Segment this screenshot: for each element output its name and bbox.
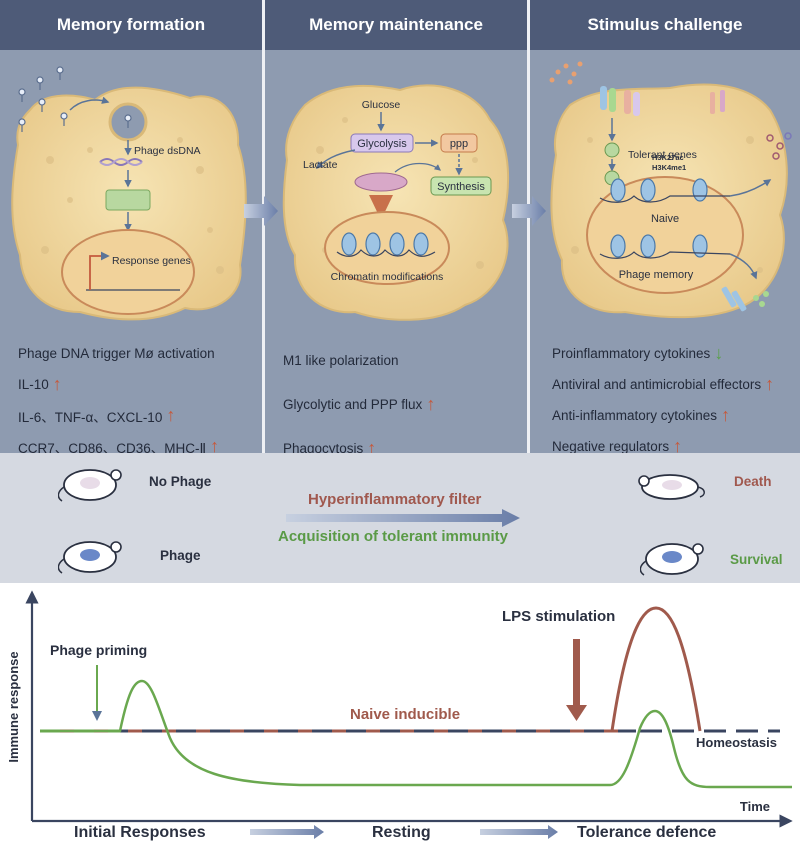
outcome-band: No Phage Phage Hyperinflammatory filter … — [0, 453, 800, 583]
cytokine-icon — [753, 132, 792, 307]
phase-arrow-icon — [250, 825, 324, 839]
lps-response-curve — [610, 606, 702, 732]
effect-line: Antiviral and antimicrobial effectors↑ — [552, 374, 775, 394]
phase-label: Initial Responses — [74, 824, 206, 841]
tolerant-immunity-label: Acquisition of tolerant immunity — [278, 528, 509, 545]
effect-line: Anti-inflammatory cytokines↑ — [552, 405, 731, 425]
lps-arrow — [566, 639, 587, 721]
phase-label: Tolerance defence — [577, 824, 716, 841]
phase-label: Resting — [372, 824, 431, 841]
h3k4me1-label: H3K4me1 — [652, 163, 686, 172]
panel-title: Stimulus challenge — [530, 0, 800, 50]
panel-title: Memory formation — [0, 0, 262, 50]
up-arrow-icon: ↑ — [210, 436, 220, 456]
tolerant-genes-label: Tolerant genes — [628, 149, 697, 161]
phase-arrow-icon — [480, 825, 558, 839]
panel3-effects: Proinflammatory cytokines↓ Antiviral and… — [552, 338, 792, 462]
chromatin-label: Chromatin modifications — [331, 271, 444, 283]
effect-line: IL-10↑ — [18, 374, 62, 394]
macrophage-illustration: Phage dsDNA Response genes — [11, 66, 247, 321]
dna-icon — [99, 158, 143, 166]
nucleus — [586, 176, 744, 294]
synthesis-label: Synthesis — [437, 181, 485, 193]
phage-icon — [18, 66, 132, 132]
naive-label: Naive — [651, 213, 679, 225]
lps-particles-icon — [549, 61, 583, 85]
progression-arrow-icon — [286, 509, 520, 527]
panel-title: Memory maintenance — [265, 0, 527, 50]
effect-line: Glycolytic and PPP flux↑ — [283, 393, 436, 414]
up-arrow-icon: ↑ — [52, 374, 62, 394]
receptor-icon — [600, 86, 725, 116]
effect-line: Phage DNA trigger Mø activation — [18, 346, 215, 361]
phage-dsdna-label: Phage dsDNA — [134, 145, 201, 157]
phage-response-curve — [40, 679, 792, 789]
dead-mouse-icon — [638, 474, 705, 500]
panel-memory-formation: Memory formation Phage dsDNA — [0, 0, 262, 456]
glycolysis-label: Glycolysis — [357, 138, 407, 150]
phage-memory-label: Phage memory — [619, 269, 694, 281]
effect-line: M1 like polarization — [283, 352, 399, 368]
nucleus — [324, 211, 450, 285]
death-label: Death — [734, 474, 772, 489]
chromatin-icon — [341, 232, 429, 256]
glucose-label: Glucose — [362, 99, 401, 111]
effect-line: Phagocytosis↑ — [283, 437, 377, 458]
ppp-label: ppp — [450, 138, 468, 150]
receptor-icon — [721, 286, 747, 312]
effect-line: Proinflammatory cytokines↓ — [552, 343, 724, 363]
response-genes-label: Response genes — [112, 255, 191, 267]
up-arrow-icon: ↑ — [721, 405, 731, 425]
panel-memory-maintenance: Memory maintenance Glucose Glycolysis pp… — [265, 0, 527, 458]
phage-priming-label: Phage priming — [50, 642, 147, 658]
h3k27ac-label: H3K27ac — [652, 153, 684, 162]
y-axis-label: Immune response — [6, 651, 21, 762]
panel1-effects: Phage DNA trigger Mø activation IL-10↑ I… — [18, 338, 254, 462]
survival-label: Survival — [730, 552, 783, 567]
effect-line: IL-6、TNF-α、CXCL-10↑ — [18, 405, 176, 425]
panel-separator — [527, 0, 530, 453]
nucleus — [61, 229, 195, 315]
panel2-effects: M1 like polarization Glycolytic and PPP … — [283, 338, 519, 470]
up-arrow-icon: ↑ — [367, 437, 377, 458]
mitochondrion-icon — [354, 172, 408, 192]
macrophage-illustration: Tolerant genes H3K27ac H3K4me1 Naive Pha… — [549, 61, 792, 319]
mouse-icon — [58, 469, 122, 502]
down-arrow-icon: ↓ — [714, 343, 724, 363]
timeline-plot: Immune response Time Phage priming LPS s… — [6, 590, 793, 841]
lps-label: LPS stimulation — [502, 608, 615, 625]
panel-stimulus-challenge: Stimulus challenge Tolerant genes — [530, 0, 800, 456]
mouse-icon — [640, 543, 704, 576]
up-arrow-icon: ↑ — [765, 374, 775, 394]
homeostasis-label: Homeostasis — [696, 735, 777, 750]
up-arrow-icon: ↑ — [673, 436, 683, 456]
mouse-icon — [58, 541, 122, 574]
effect-line: Negative regulators↑ — [552, 436, 683, 456]
panel-separator — [262, 0, 265, 453]
macrophage-illustration: Glucose Glycolysis ppp Synthesis Lactate… — [282, 84, 509, 321]
effect-line: CCR7、CD86、CD36、MHC-Ⅱ↑ — [18, 436, 220, 456]
up-arrow-icon: ↑ — [166, 405, 176, 425]
up-arrow-icon: ↑ — [426, 393, 436, 414]
panel-arrow-icon — [244, 196, 278, 226]
x-axis-label: Time — [740, 799, 770, 814]
hyperinflammatory-label: Hyperinflammatory filter — [308, 491, 482, 508]
panel-arrow-icon — [512, 196, 546, 226]
naive-inducible-label: Naive inducible — [350, 706, 460, 723]
phage-label: Phage — [160, 548, 201, 563]
lactate-label: Lactate — [303, 159, 338, 171]
no-phage-label: No Phage — [149, 474, 212, 489]
